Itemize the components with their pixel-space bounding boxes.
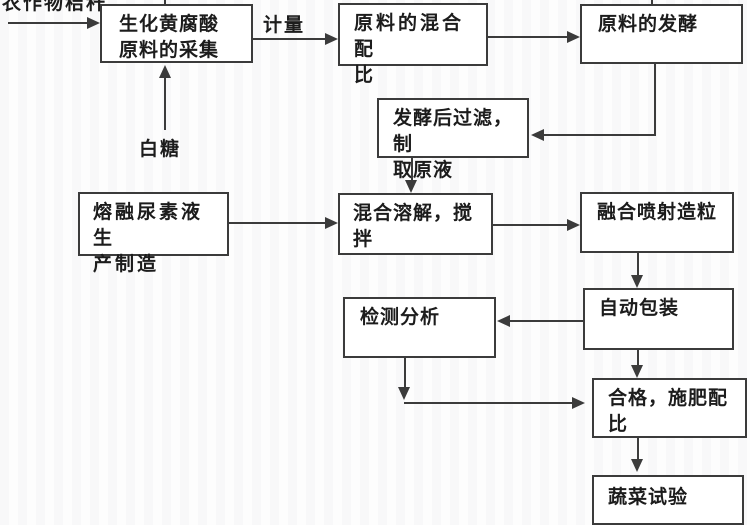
- connector-straw-to-collection: [8, 22, 87, 24]
- node-raw-material-collection: 生化黄腐酸 原料的采集: [100, 4, 253, 63]
- connector-granulation-to-packaging: [637, 253, 639, 276]
- connector-mix-to-granulation: [493, 224, 567, 226]
- node-qualified-fertilization-ratio: 合格，施肥配比: [592, 378, 747, 438]
- node-test-analysis: 检测分析: [343, 297, 496, 358]
- arrowhead-down: [631, 365, 643, 378]
- arrowhead-left: [497, 315, 510, 327]
- connector-packaging-to-test: [510, 320, 583, 322]
- connector-qualified-to-vegetable: [637, 438, 639, 460]
- arrowhead-down: [405, 180, 417, 193]
- arrowhead-right: [567, 219, 580, 231]
- connector-urea-to-mix: [229, 222, 325, 224]
- connector-top-stub-collection: [164, 0, 166, 4]
- node-auto-packaging: 自动包装: [583, 288, 734, 350]
- connector-filter-to-mix: [411, 158, 413, 181]
- arrowhead-right: [325, 217, 338, 229]
- arrowhead-right: [87, 17, 100, 29]
- node-spray-granulation: 融合喷射造粒: [580, 192, 734, 253]
- label-metering: 计量: [263, 14, 306, 36]
- arrowhead-down: [631, 275, 643, 288]
- arrowhead-down: [398, 387, 410, 400]
- node-filter-after-fermentation: 发酵后过滤，制 取原液: [377, 98, 529, 181]
- connector-collection-to-ratio: [253, 38, 325, 40]
- connector-test-down: [404, 358, 406, 388]
- connector-packaging-to-qualified: [637, 350, 639, 366]
- arrowhead-right: [572, 397, 585, 409]
- arrowhead-up: [159, 65, 171, 78]
- arrowhead-right: [325, 33, 338, 45]
- connector-top-stub-fermentation: [651, 0, 653, 4]
- arrowhead-right: [567, 31, 580, 43]
- node-mix-dissolve-stir: 混合溶解，搅拌: [338, 193, 493, 255]
- connector-sugar-up: [164, 77, 166, 130]
- connector-test-right: [404, 402, 572, 404]
- connector-fermentation-left: [544, 134, 656, 136]
- node-mixing-ratio: 原料的混合配 比: [338, 3, 488, 86]
- node-vegetable-test: 蔬菜试验: [592, 475, 744, 525]
- node-fermentation: 原料的发酵: [580, 4, 743, 64]
- label-white-sugar: 白糖: [139, 138, 182, 160]
- node-molten-urea-production: 熔融尿素液生 产制造: [78, 192, 229, 275]
- label-crop-straw: 农作物秸秆: [2, 0, 108, 14]
- connector-ratio-to-fermentation: [488, 36, 567, 38]
- connector-fermentation-down: [654, 64, 656, 136]
- arrowhead-down: [631, 459, 643, 472]
- arrowhead-left: [531, 129, 544, 141]
